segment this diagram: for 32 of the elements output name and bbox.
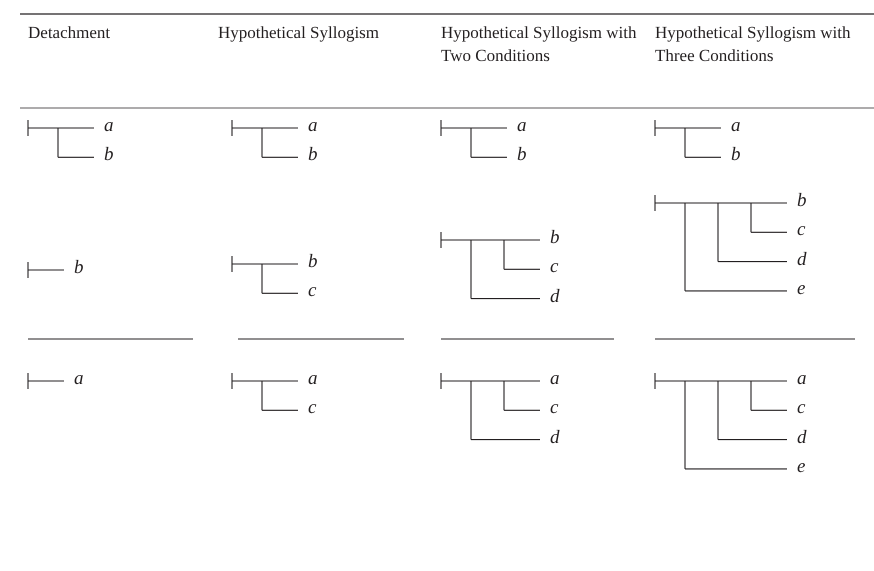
variable-letter: b [797,191,806,210]
variable-letter: b [308,252,318,271]
variable-letter: c [550,257,558,276]
variable-letter: b [731,145,740,164]
column-header: Detachment [28,22,112,44]
column-header: Hypothetical Syllogism with Three Conditions [655,22,852,66]
variable-letter: b [550,228,560,247]
variable-letter: e [797,278,806,298]
variable-letter: c [308,281,316,300]
column-header: Hypothetical Syllogism with Two Conditions [441,22,638,66]
variable-letter: d [797,428,806,447]
variable-letter: a [731,116,740,135]
variable-letter: a [308,369,318,388]
variable-letter: e [797,456,806,476]
variable-letter: a [797,369,806,388]
variable-letter: a [550,369,560,388]
variable-letter: d [797,250,806,269]
variable-letter: c [797,398,806,418]
variable-letter: b [517,145,526,164]
variable-letter: a [308,116,318,135]
variable-letter: c [797,220,806,240]
variable-letter: c [550,398,558,418]
variable-letter: d [550,286,560,306]
variable-letter: b [104,145,114,164]
column-header: Hypothetical Syllogism [218,22,380,44]
variable-letter: b [74,258,84,277]
variable-letter: d [550,428,560,447]
variable-letter: a [517,116,526,135]
variable-letter: c [308,398,316,418]
variable-letter: a [104,116,114,135]
variable-letter: b [308,145,318,164]
variable-letter: a [74,369,84,388]
